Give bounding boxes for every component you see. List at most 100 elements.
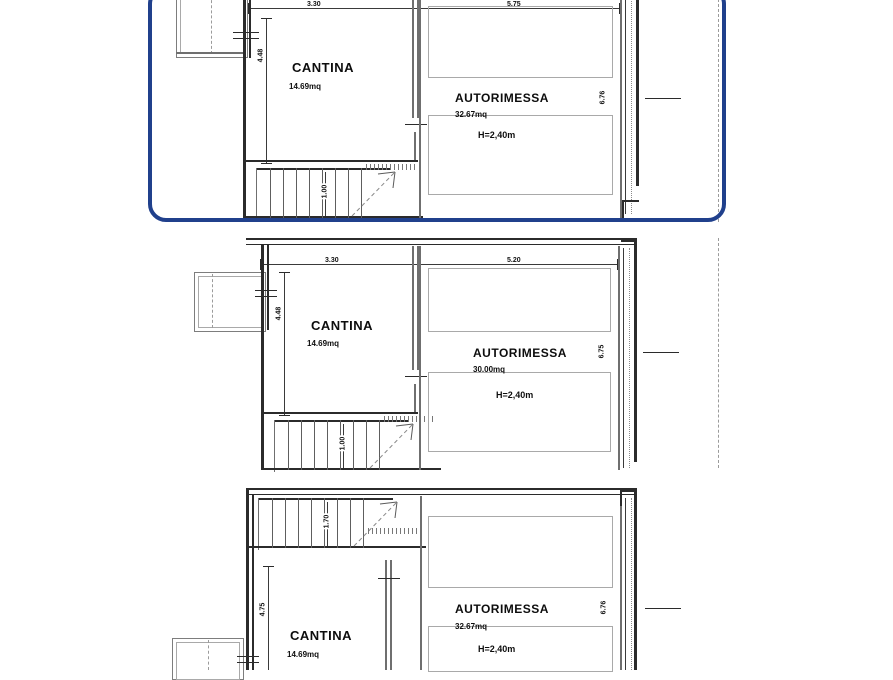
stair-tread bbox=[361, 168, 362, 218]
wall-outer-right-top bbox=[636, 0, 639, 186]
small-room-outer-top bbox=[176, 0, 248, 58]
garage-bay-lower-bottom bbox=[428, 626, 613, 672]
wall-garage-right-bottom bbox=[620, 496, 622, 670]
stair-tread bbox=[296, 168, 297, 218]
wall-opening-marker bbox=[237, 656, 259, 657]
wall-opening-marker bbox=[405, 124, 427, 125]
wall-opening-marker bbox=[378, 578, 400, 579]
garage-bay-upper-top bbox=[428, 6, 613, 78]
dim-line-top-5-75 bbox=[420, 8, 620, 9]
room-area-cantina-top: 14.69mq bbox=[289, 82, 322, 91]
stair-tread bbox=[337, 498, 338, 548]
dim-label-top-cantina-height: 4.48 bbox=[257, 47, 265, 64]
stair-tread bbox=[366, 420, 367, 470]
wall-cantina-left-middle bbox=[261, 330, 264, 470]
property-boundary-dashed-top bbox=[718, 0, 719, 222]
dim-vline-top-garage-height bbox=[625, 0, 626, 214]
dim-vline-middle-cantina-height bbox=[284, 272, 285, 416]
room-label-cantina-bottom: CANTINA bbox=[290, 628, 352, 643]
dim-label-top-garage-height: 6.76 bbox=[599, 89, 607, 106]
wall-vertical-left-inner-top bbox=[249, 0, 251, 58]
wall-cantina-bottom-top bbox=[243, 160, 418, 162]
stair-tread bbox=[309, 168, 310, 218]
wall-garage-left-top bbox=[419, 0, 421, 218]
dim-label-stair-bottom: 1.70 bbox=[323, 513, 331, 530]
stair-tread bbox=[348, 168, 349, 218]
dim-tick bbox=[617, 259, 618, 270]
wall-opening-marker bbox=[237, 662, 259, 663]
dim-tick bbox=[248, 3, 249, 14]
wall-cantina-garage-divider-inner-top bbox=[417, 0, 419, 118]
room-label-autorimessa-bottom: AUTORIMESSA bbox=[455, 602, 549, 616]
small-room-inner-top bbox=[180, 0, 244, 54]
wall-segment-top bbox=[414, 132, 416, 162]
dim-label-bottom-garage-height: 6.76 bbox=[600, 599, 608, 616]
wall-cantina-left-top bbox=[243, 58, 246, 218]
dim-label-top-cantina-width: 3.30 bbox=[305, 1, 323, 8]
small-room-outer-middle bbox=[194, 272, 266, 332]
landing-hatch-top bbox=[366, 164, 418, 170]
dim-tick bbox=[279, 272, 290, 273]
stair-tread bbox=[298, 498, 299, 548]
garage-bay-upper-middle bbox=[428, 268, 611, 332]
room-height-autorimessa-top: H=2,40m bbox=[478, 130, 516, 140]
dotted-guide-top bbox=[631, 0, 632, 214]
dim-vline-top-cantina-height bbox=[266, 18, 267, 164]
stair-tread bbox=[335, 168, 336, 218]
stair-left-edge-top bbox=[256, 168, 257, 220]
room-label-autorimessa-middle: AUTORIMESSA bbox=[473, 346, 567, 360]
dim-label-top-garage-width: 5.75 bbox=[505, 1, 523, 8]
wall-opening-marker bbox=[255, 296, 277, 297]
wall-cantina-garage-divider-bottom bbox=[385, 560, 387, 670]
wall-cantina-bottom-middle bbox=[261, 412, 418, 414]
wall-opening-marker bbox=[405, 376, 427, 377]
room-area-cantina-middle: 14.69mq bbox=[307, 339, 340, 348]
dotted-guide-bottom bbox=[631, 498, 632, 670]
dim-line-middle-5-20 bbox=[420, 264, 618, 265]
wall-step-right-middle bbox=[621, 240, 637, 242]
wall-vertical-left-inner-middle bbox=[267, 244, 269, 330]
landing-hatch-bottom bbox=[368, 528, 420, 534]
dim-label-middle-cantina-width: 3.30 bbox=[323, 257, 341, 264]
dotted-guide-middle bbox=[629, 248, 630, 468]
stair-tread bbox=[270, 168, 271, 218]
stair-landing-top-edge-middle bbox=[274, 420, 409, 422]
wall-garage-left-middle bbox=[419, 246, 421, 470]
wall-vertical-left-top bbox=[243, 0, 246, 58]
room-area-autorimessa-top: 32.67mq bbox=[455, 110, 488, 119]
dim-line-top-3-30 bbox=[248, 8, 420, 9]
dim-tick bbox=[261, 18, 272, 19]
dim-label-middle-garage-width: 5.20 bbox=[505, 257, 523, 264]
dim-label-stair-middle: 1.00 bbox=[339, 435, 347, 452]
dim-leader-line-top bbox=[645, 98, 681, 99]
wall-outer-right-middle bbox=[634, 238, 637, 462]
dim-line-middle-3-30 bbox=[260, 264, 420, 265]
dim-label-bottom-cantina-height: 4.75 bbox=[259, 601, 267, 618]
dim-leader-line-bottom bbox=[645, 608, 681, 609]
wall-bottom-boundary-middle bbox=[261, 468, 441, 470]
stair-tread bbox=[314, 420, 315, 470]
room-height-autorimessa-middle: H=2,40m bbox=[496, 390, 534, 400]
stair-direction-arrow-top bbox=[351, 171, 396, 217]
wall-bottom-boundary-top bbox=[243, 216, 423, 218]
wall-garage-left-bottom bbox=[420, 496, 422, 670]
room-label-cantina-middle: CANTINA bbox=[311, 318, 373, 333]
room-area-autorimessa-bottom: 32.67mq bbox=[455, 622, 488, 631]
landing-hatch-middle bbox=[384, 416, 436, 422]
stair-left-edge-bottom bbox=[258, 498, 259, 550]
wall-cantina-garage-divider-inner-bottom bbox=[390, 560, 392, 670]
garage-bay-lower-middle bbox=[428, 372, 611, 452]
room-label-cantina-top: CANTINA bbox=[292, 60, 354, 75]
room-area-cantina-bottom: 14.69mq bbox=[287, 650, 320, 659]
wall-top-bottom-unit bbox=[246, 488, 634, 490]
centerline-dashed-top bbox=[211, 0, 212, 54]
centerline-dashed-middle bbox=[212, 274, 213, 328]
wall-top-inner-middle bbox=[246, 244, 636, 245]
wall-garage-right-top bbox=[620, 0, 622, 218]
dim-tick bbox=[261, 163, 272, 164]
stair-tread bbox=[327, 420, 328, 470]
wall-opening-marker bbox=[233, 32, 259, 33]
stair-landing-top-edge-bottom bbox=[258, 498, 393, 500]
room-height-autorimessa-bottom: H=2,40m bbox=[478, 644, 516, 654]
